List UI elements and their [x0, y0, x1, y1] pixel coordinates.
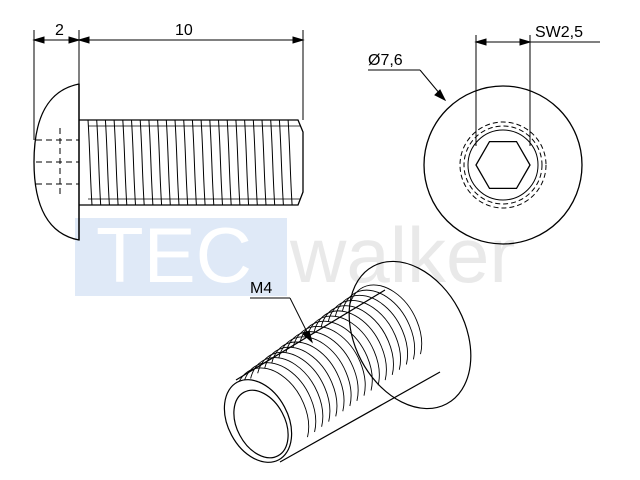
thread-crest — [287, 119, 293, 206]
watermark-part2: walker — [289, 211, 515, 299]
iso-thread-arc — [320, 305, 394, 376]
iso-thread-arc — [299, 320, 373, 391]
iso-thread-arc — [313, 310, 387, 381]
dim-head-height: 2 — [55, 22, 64, 39]
iso-thread-arc — [264, 346, 338, 417]
thread-crest — [96, 119, 102, 206]
dim-thread-length: 10 — [175, 22, 193, 39]
end-view-arrows — [368, 38, 532, 102]
thread-crest — [104, 119, 110, 206]
iso-end-chamfer — [233, 389, 289, 459]
shank-outline — [79, 119, 304, 206]
socket-ring-3 — [467, 129, 539, 201]
thread-crest — [252, 119, 258, 206]
iso-thread-arc — [271, 341, 345, 412]
thread-crest — [244, 119, 250, 206]
dim-socket-size: SW2,5 — [535, 24, 583, 41]
head-circle — [423, 85, 583, 245]
iso-thread-arc — [250, 357, 324, 427]
thread-crest — [174, 119, 180, 206]
m4-leader — [250, 297, 313, 344]
iso-thread-arc — [257, 351, 331, 422]
hex-socket — [475, 140, 531, 190]
socket-hidden-lines — [36, 128, 79, 196]
thread-lines — [87, 119, 293, 206]
dimension-lines — [32, 30, 305, 140]
dim-thread-size: M4 — [250, 280, 272, 297]
thread-crest — [200, 119, 206, 206]
watermark-box — [75, 218, 287, 296]
thread-crest — [235, 119, 241, 206]
iso-thread-arc — [306, 315, 380, 386]
thread-crest — [226, 119, 232, 206]
side-view — [33, 83, 304, 241]
thread-crest — [218, 119, 223, 206]
thread-crest — [278, 119, 284, 206]
watermark-part1: TEC — [96, 211, 252, 299]
thread-crest — [157, 119, 163, 206]
iso-thread-lines — [236, 284, 423, 438]
thread-crest — [209, 119, 215, 206]
thread-crest — [122, 119, 128, 206]
iso-thread-arc — [285, 331, 359, 401]
iso-head-back — [348, 260, 472, 410]
thread-crest — [113, 119, 119, 206]
screw-head-outline — [33, 83, 80, 241]
thread-crest — [139, 119, 145, 206]
thread-crest — [191, 119, 197, 206]
iso-thread-arc — [278, 336, 352, 407]
iso-thread-arc — [327, 300, 401, 370]
iso-thread-arc — [349, 284, 423, 355]
iso-thread-arc — [334, 294, 408, 365]
thread-crest — [148, 119, 154, 206]
thread-crest — [131, 119, 136, 206]
thread-crest — [270, 119, 276, 206]
thread-crest — [87, 119, 93, 206]
iso-thread-arc — [342, 289, 416, 360]
iso-thread-arc — [236, 367, 310, 438]
iso-thread-arc — [243, 362, 317, 433]
dim-head-diameter: Ø7,6 — [368, 52, 403, 69]
thread-crest — [183, 119, 189, 206]
iso-thread-arc — [292, 326, 366, 396]
iso-end-face — [223, 379, 293, 463]
socket-outer-ring — [459, 121, 547, 209]
thread-crest — [165, 119, 171, 206]
socket-ring-2 — [463, 125, 543, 205]
iso-view — [223, 260, 472, 463]
end-view — [423, 35, 600, 245]
thread-crest — [261, 119, 267, 206]
watermark: TEC walker — [75, 211, 515, 299]
